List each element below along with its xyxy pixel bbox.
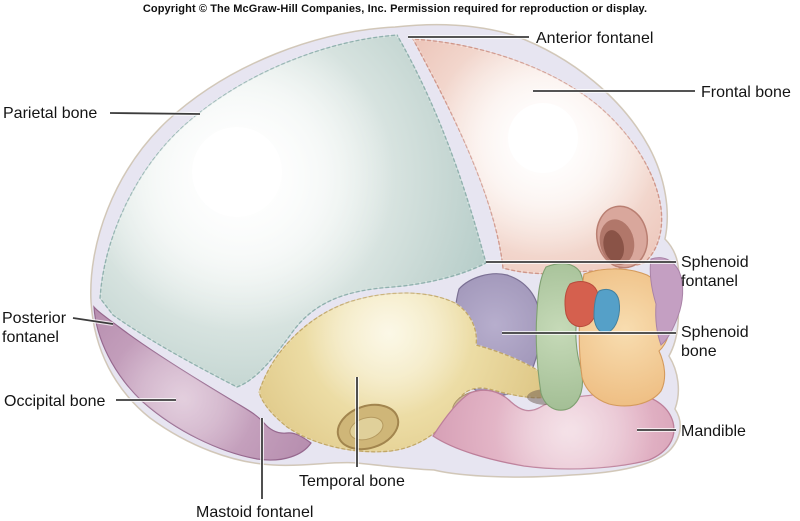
label-frontal-bone: Frontal bone — [701, 84, 791, 101]
label-mandible: Mandible — [681, 423, 746, 440]
copyright-notice: Copyright © The McGraw-Hill Companies, I… — [142, 3, 648, 15]
leader-posterior-fontanel — [72, 317, 114, 325]
parietal-ossification-center — [192, 127, 282, 217]
leader-parietal-bone — [109, 112, 201, 115]
orbit-socket — [595, 205, 649, 269]
label-anterior-fontanel: Anterior fontanel — [536, 30, 654, 47]
frontal-ossification-center — [508, 103, 578, 173]
label-sphenoid-fontanel: Sphenoid fontanel — [681, 254, 749, 290]
red-facial-bone-shape — [564, 281, 600, 328]
label-temporal-bone: Temporal bone — [299, 473, 405, 490]
label-parietal-bone: Parietal bone — [3, 105, 98, 122]
temporal-highlight — [303, 293, 473, 417]
mandible-highlight — [495, 390, 655, 469]
leader-lines — [72, 36, 695, 499]
label-occipital-bone: Occipital bone — [4, 393, 106, 410]
label-mastoid-fontanel: Mastoid fontanel — [196, 504, 314, 521]
label-posterior-fontanel: Posterior fontanel — [2, 310, 67, 346]
label-sphenoid-bone: Sphenoid bone — [681, 324, 749, 360]
